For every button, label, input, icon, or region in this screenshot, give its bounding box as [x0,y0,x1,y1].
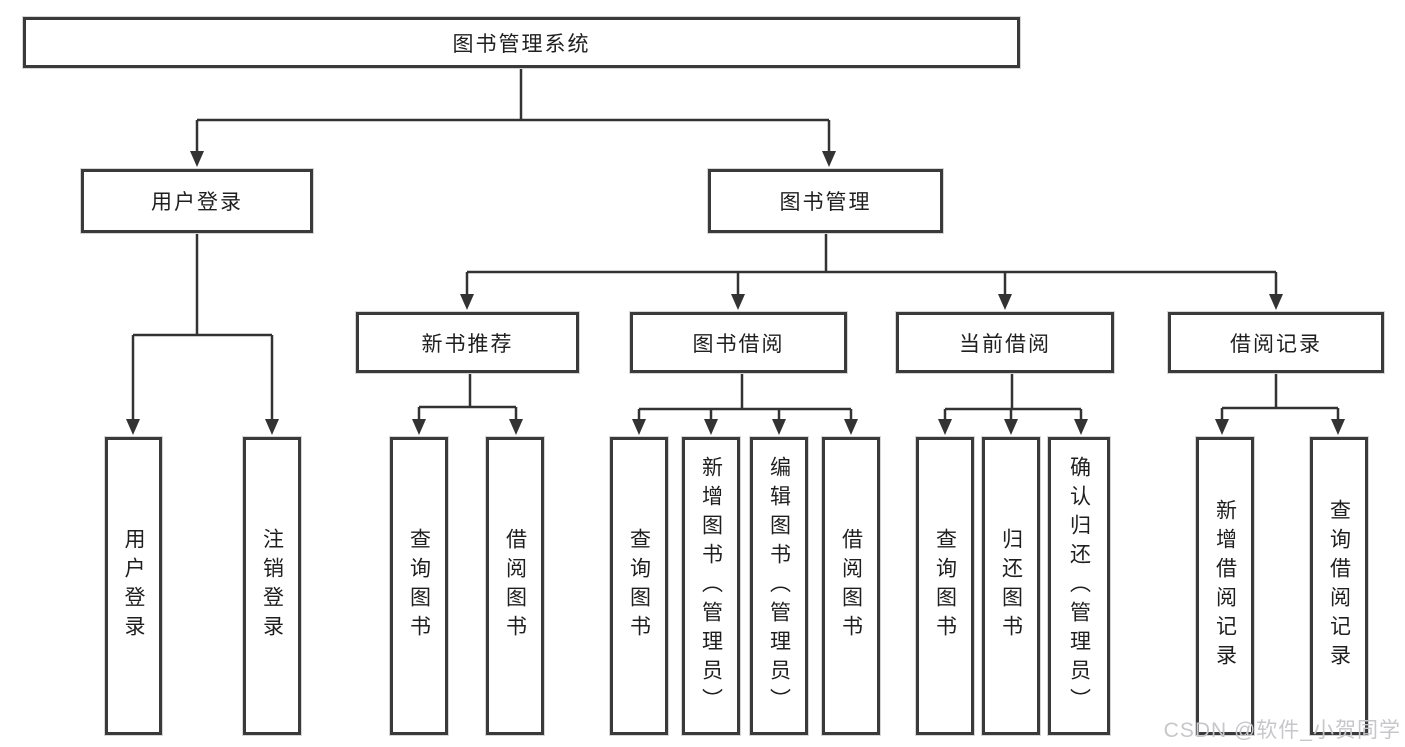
arrowheads [126,151,1345,435]
arrow-down-icon [844,419,858,435]
leaf-confirm-return-admin: 确认归还（管理员） [1048,437,1110,735]
connector-paths [131,68,1340,421]
arrow-down-icon [509,419,523,435]
arrow-down-icon [1269,294,1283,310]
node-user-login: 用户登录 [81,169,313,233]
arrow-down-icon [265,419,279,435]
arrow-down-icon [772,419,786,435]
leaf-logout: 注销登录 [243,437,301,735]
arrow-down-icon [412,419,426,435]
leaf-query-books: 查询图书 [390,437,448,735]
leaf-edit-books-admin: 编辑图书（管理员） [750,437,808,735]
arrow-down-icon [190,151,204,167]
arrow-down-icon [938,419,952,435]
leaf-borrow-books: 借阅图书 [486,437,544,735]
arrow-down-icon [1004,419,1018,435]
leaf-user-login: 用户登录 [105,437,162,735]
arrow-down-icon [1074,419,1088,435]
arrow-down-icon [822,151,836,167]
leaf-query-books: 查询图书 [610,437,668,735]
arrow-down-icon [460,294,474,310]
leaf-add-books-admin: 新增图书（管理员） [682,437,740,735]
arrow-down-icon [1215,419,1229,435]
node-book-borrowing: 图书借阅 [630,312,847,373]
node-borrowing-records: 借阅记录 [1168,312,1384,373]
leaf-query-borrow-record: 查询借阅记录 [1310,437,1368,735]
csdn-watermark: CSDN @软件_小贺同学 [1163,719,1401,742]
node-book-management: 图书管理 [708,169,943,233]
leaf-query-books: 查询图书 [916,437,974,735]
arrow-down-icon [632,419,646,435]
leaf-return-books: 归还图书 [982,437,1040,735]
node-current-borrowing: 当前借阅 [896,312,1114,373]
arrow-down-icon [998,294,1012,310]
leaf-borrow-books: 借阅图书 [822,437,880,735]
arrow-down-icon [1331,419,1345,435]
node-library-management-system: 图书管理系统 [23,17,1020,68]
node-new-book-recommendation: 新书推荐 [356,312,579,373]
arrow-down-icon [704,419,718,435]
arrow-down-icon [126,419,140,435]
leaf-add-borrow-record: 新增借阅记录 [1196,437,1254,735]
arrow-down-icon [731,294,745,310]
